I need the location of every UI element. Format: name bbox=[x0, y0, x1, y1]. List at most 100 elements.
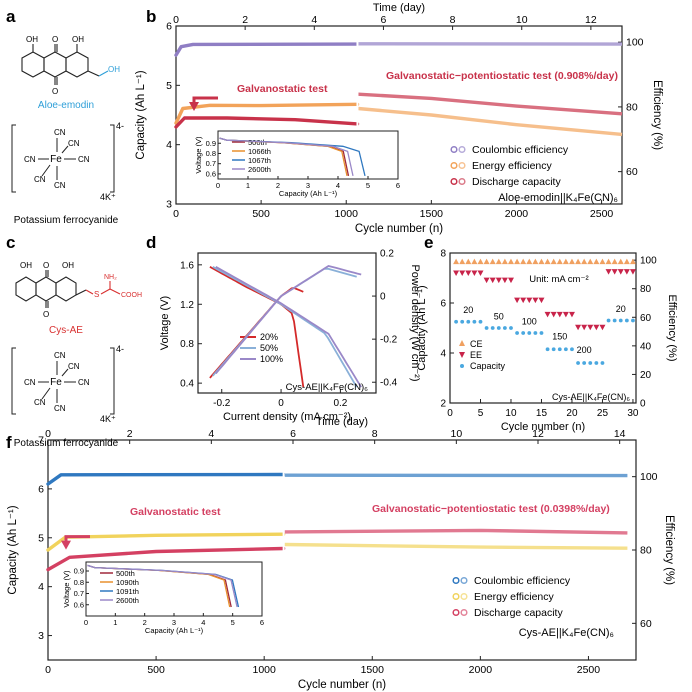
inset-y-tick-label: 0.8 bbox=[206, 149, 216, 158]
ee-marker bbox=[459, 270, 466, 276]
ce-marker bbox=[617, 258, 624, 265]
x-tick-label: 500 bbox=[252, 208, 270, 220]
capacity-marker bbox=[496, 326, 501, 330]
ce-marker bbox=[611, 258, 618, 265]
legend-marker bbox=[460, 592, 468, 601]
ferro-c-cn-right: CN bbox=[78, 378, 90, 387]
y2-tick-label: 20 bbox=[640, 370, 652, 381]
ee-marker bbox=[556, 311, 563, 318]
inset-x-tick-label: 4 bbox=[201, 618, 205, 627]
panel-label-c: c bbox=[6, 233, 15, 252]
ee-marker bbox=[453, 270, 460, 276]
legend-marker bbox=[458, 161, 466, 170]
x-tick-label: 5 bbox=[478, 408, 484, 419]
ee-marker bbox=[532, 297, 539, 304]
ce-marker bbox=[562, 258, 569, 265]
legend-marker bbox=[452, 576, 460, 585]
ee-marker bbox=[514, 297, 521, 304]
ee-marker bbox=[544, 311, 551, 318]
ee-marker bbox=[471, 270, 478, 276]
inset-x-axis-label: Capacity (Ah L⁻¹) bbox=[145, 626, 204, 635]
inset-curve-2600th bbox=[87, 564, 238, 608]
capacity-marker bbox=[515, 331, 519, 335]
legend-marker bbox=[458, 177, 466, 186]
cell-label: Cys-AE||K₄Fe(CN)₆ bbox=[519, 627, 614, 639]
ce-marker bbox=[556, 258, 563, 265]
aloe-emodin-name: Aloe-emodin bbox=[38, 100, 94, 111]
inset-x-tick-label: 6 bbox=[260, 618, 264, 627]
aloe-emodin-structure bbox=[21, 44, 109, 85]
series-ee-galvanostatic bbox=[174, 102, 360, 125]
x-tick-label: 2000 bbox=[469, 664, 493, 676]
y2-axis-label: Power density (W cm⁻²) bbox=[409, 264, 421, 381]
ce-marker bbox=[550, 258, 557, 265]
cys-ae-name: Cys-AE bbox=[49, 325, 83, 336]
y2-tick-label: 0 bbox=[380, 292, 386, 303]
inset-legend-label: 1066th bbox=[248, 147, 271, 156]
x-tick-label: 0 bbox=[173, 208, 179, 220]
x-top-tick-label: 2 bbox=[127, 428, 133, 440]
legend-label-100%: 100% bbox=[260, 354, 283, 364]
inset-x-tick-label: 2 bbox=[143, 618, 147, 627]
legend-label-ee: Energy efficiency bbox=[474, 591, 555, 603]
legend-label-20%: 20% bbox=[260, 332, 278, 342]
x-tick-label: 25 bbox=[597, 408, 609, 419]
cys-ae-nh2: NH₂ bbox=[104, 274, 117, 281]
ee-marker bbox=[465, 270, 472, 276]
power-curve-100% bbox=[215, 265, 362, 375]
capacity-marker bbox=[612, 318, 617, 323]
capacity-marker bbox=[563, 347, 568, 352]
inset-legend-label: 2600th bbox=[248, 165, 271, 174]
power-curve-50% bbox=[212, 267, 357, 377]
x-top-tick-label: 0 bbox=[173, 14, 179, 26]
y-tick-label: 6 bbox=[166, 21, 172, 33]
ee-marker bbox=[489, 277, 496, 284]
y2-tick-label: 100 bbox=[640, 256, 657, 267]
inset-x-tick-label: 1 bbox=[113, 618, 117, 627]
ferro-a-cn-left: CN bbox=[24, 155, 36, 164]
x-top-tick-label: 8 bbox=[450, 14, 456, 26]
inset-x-axis-label: Capacity (Ah L⁻¹) bbox=[279, 189, 338, 198]
cys-ae-o-bottom: O bbox=[43, 310, 49, 319]
ferro-c-cn-bottom: CN bbox=[54, 404, 66, 413]
x-axis-label: Cycle number (n) bbox=[355, 223, 443, 235]
ferro-c-metal: Fe bbox=[50, 377, 62, 388]
legend-label-ce: Coulombic efficiency bbox=[474, 575, 571, 587]
unit-label: Unit: mA cm⁻² bbox=[529, 274, 588, 285]
galvanostatic-arrowhead bbox=[189, 101, 199, 111]
y2-tick-label: 60 bbox=[640, 618, 652, 630]
inset-y-tick-label: 0.8 bbox=[74, 578, 84, 587]
inset-frame bbox=[217, 130, 399, 180]
inset-x-tick-label: 0 bbox=[84, 618, 88, 627]
capacity-marker bbox=[551, 347, 556, 352]
capacity-marker bbox=[454, 319, 458, 324]
x-top-tick-label: 4 bbox=[208, 428, 214, 440]
ee-marker bbox=[483, 277, 490, 284]
inset-legend-label: 1090th bbox=[116, 578, 139, 587]
panel-label-f: f bbox=[6, 433, 12, 452]
panel-label-e: e bbox=[424, 233, 433, 252]
legend-marker bbox=[450, 161, 458, 170]
y-tick-label: 0.4 bbox=[180, 379, 194, 390]
ferro-c-cn-downleft: CN bbox=[34, 398, 46, 407]
legend-label-50%: 50% bbox=[260, 343, 278, 353]
capacity-marker bbox=[600, 361, 605, 365]
legend-marker-ee bbox=[459, 352, 465, 358]
aloe-emodin-oh-left: OH bbox=[26, 35, 38, 44]
inset-x-tick-label: 4 bbox=[336, 181, 340, 190]
capacity-marker bbox=[527, 331, 532, 335]
x-tick-label: 1000 bbox=[252, 664, 276, 676]
series-ee-potentiostatic bbox=[357, 106, 623, 137]
x-top-tick-label: 12 bbox=[532, 428, 544, 440]
x-tick-label: 500 bbox=[147, 664, 165, 676]
capacity-marker bbox=[631, 318, 635, 323]
y-tick-label: 2 bbox=[440, 399, 446, 410]
series-cap-potentiostatic bbox=[284, 528, 628, 535]
series-ce-galvanostatic bbox=[46, 472, 286, 486]
ce-marker bbox=[605, 258, 612, 265]
inset-legend-label: 500th bbox=[116, 569, 135, 578]
ee-marker bbox=[562, 311, 569, 318]
capacity-marker bbox=[521, 331, 526, 335]
inset-curve-2600th bbox=[219, 137, 354, 177]
